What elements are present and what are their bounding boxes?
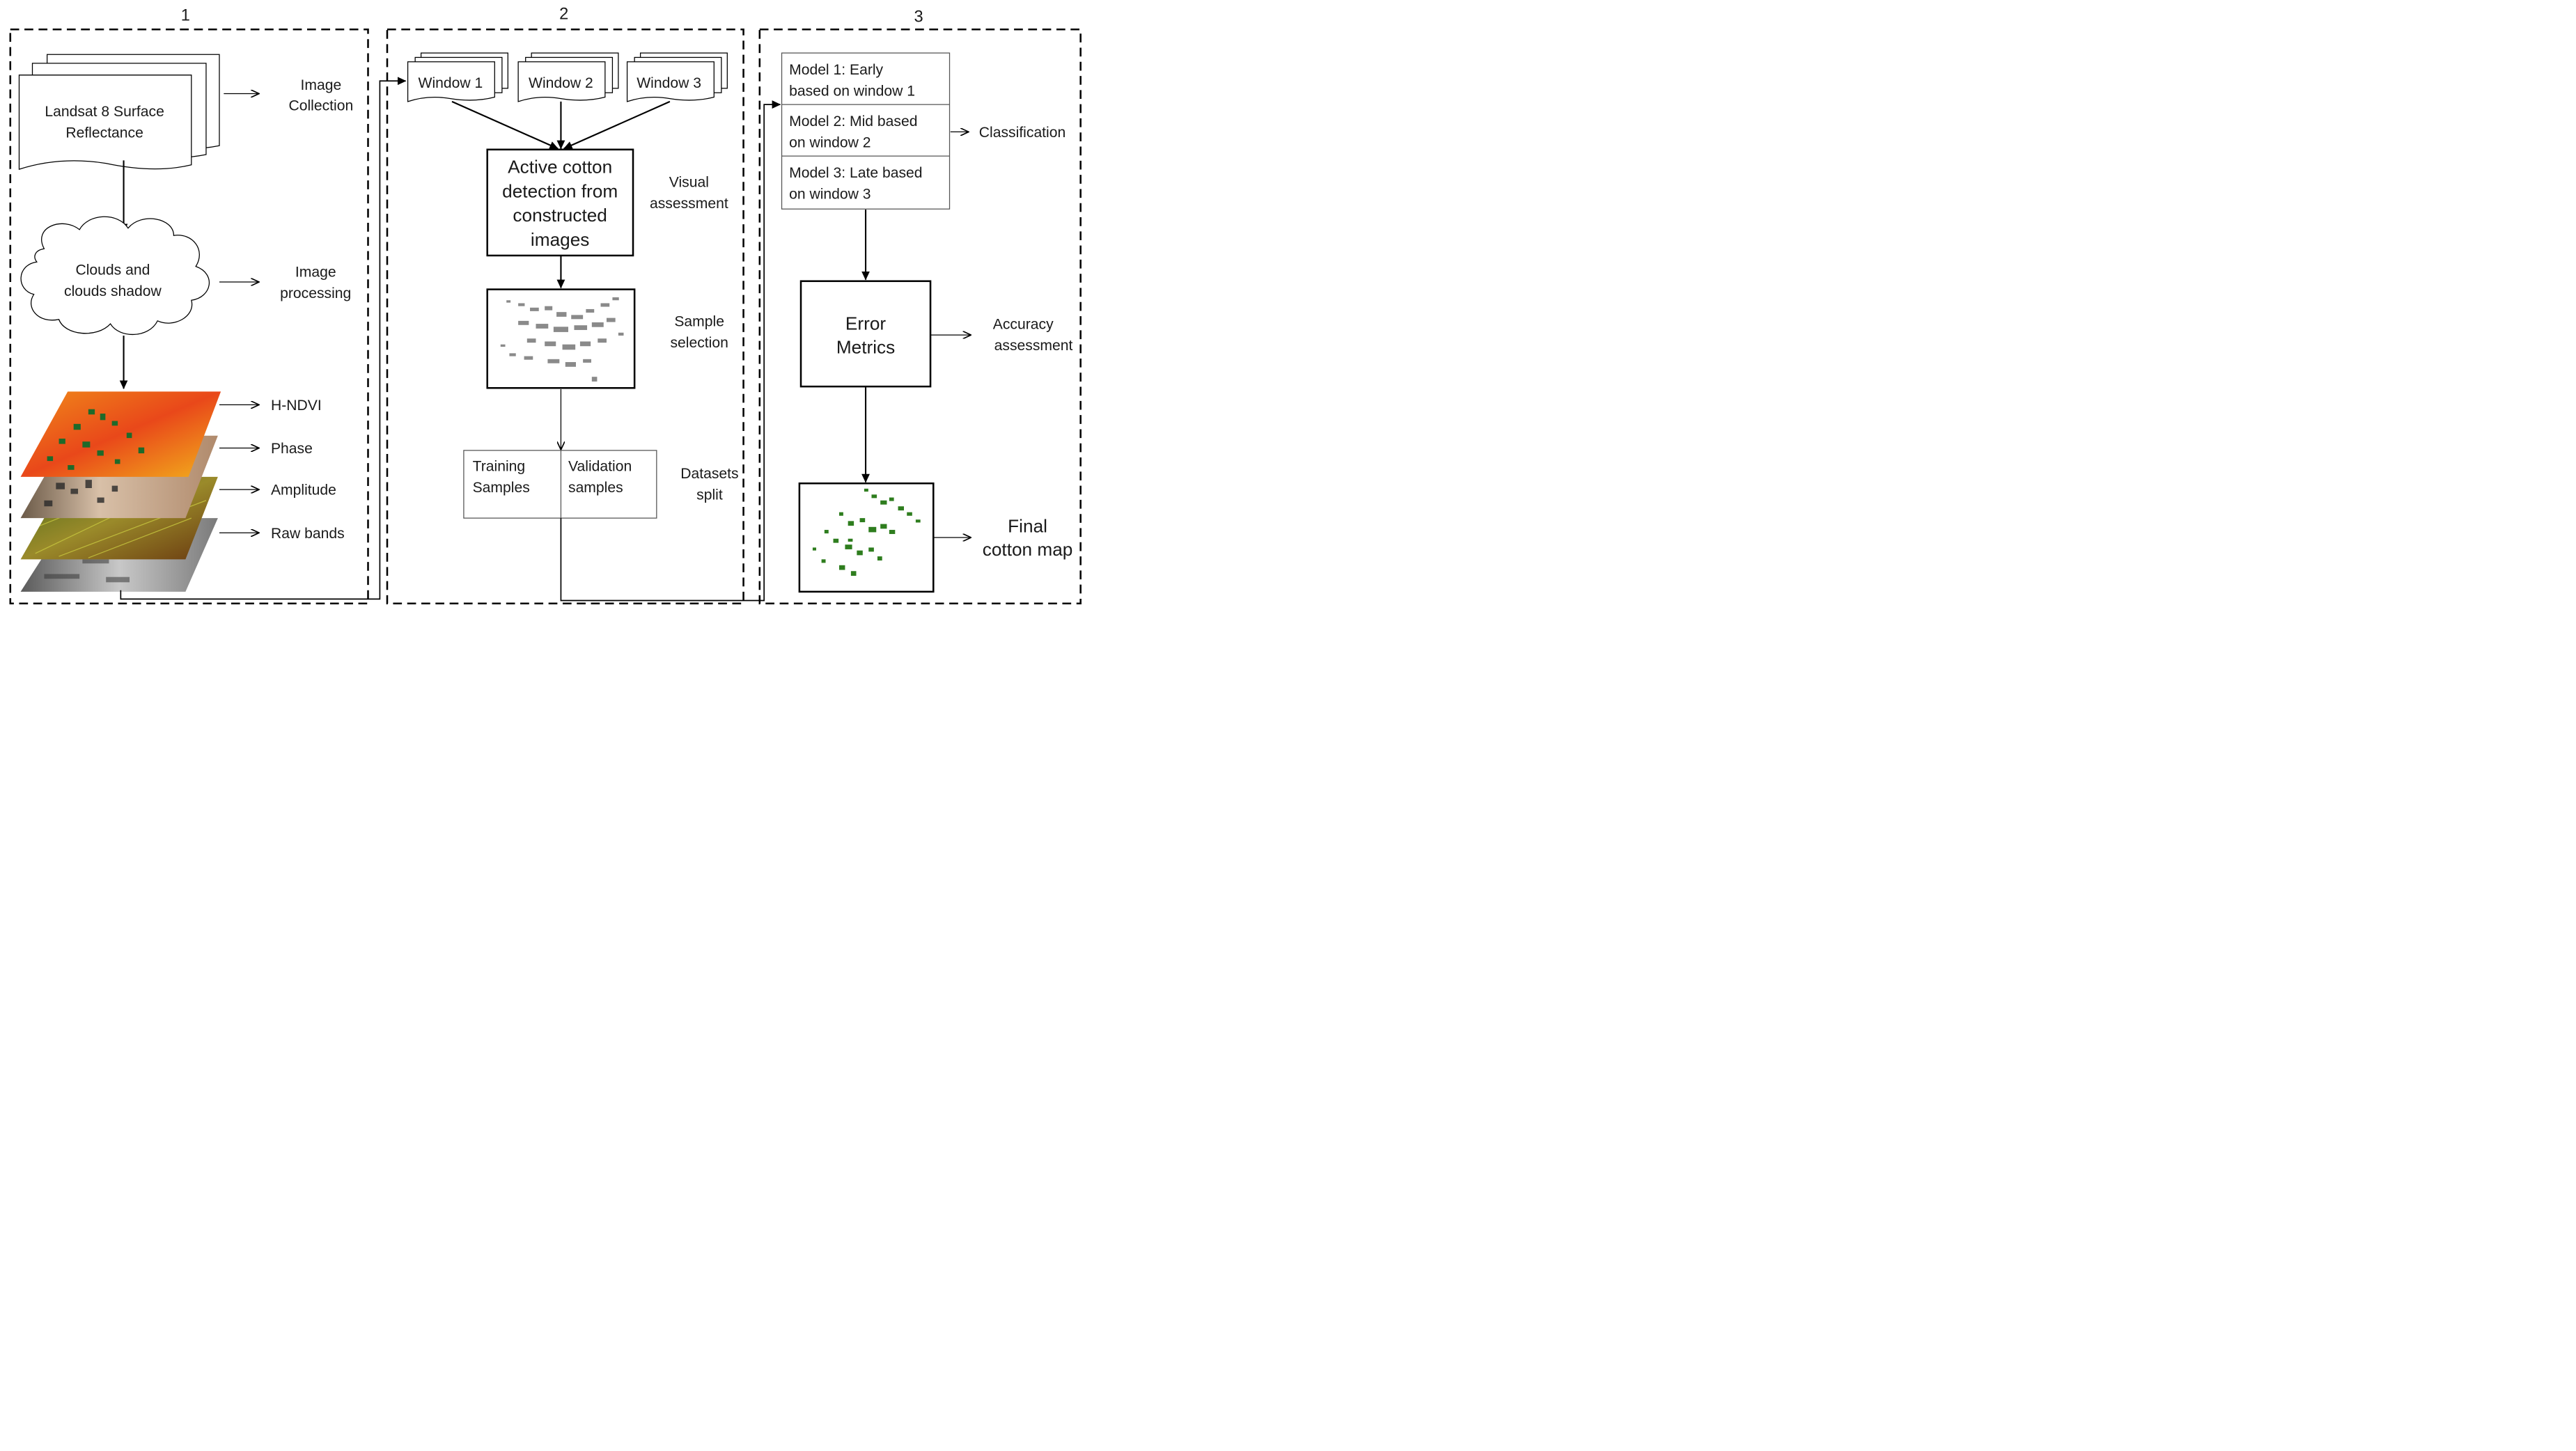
sample-selection-line2: selection — [670, 335, 728, 351]
cloud-label-line2: clouds shadow — [64, 283, 162, 299]
panel-1-border — [9, 29, 369, 605]
error-metrics-line1: Error — [845, 313, 887, 334]
image-collection-line1: Image — [300, 77, 341, 93]
model-2-line2: on window 2 — [789, 134, 871, 150]
error-metrics-line2: Metrics — [836, 336, 895, 357]
detection-line3: constructed — [513, 205, 607, 226]
model-1-line2: based on window 1 — [789, 83, 915, 99]
window-2-label: Window 2 — [529, 75, 593, 91]
final-map-line1: Final — [1008, 515, 1047, 536]
arrow-window3-to-detection — [563, 100, 671, 150]
models-box: Model 1: Early based on window 1 Model 2… — [781, 52, 951, 210]
landsat-document-stack: Landsat 8 Surface Reflectance — [18, 54, 220, 170]
model-3-line1: Model 3: Late based — [789, 165, 922, 181]
section-number-3: 3 — [914, 8, 923, 26]
validation-line1: Validation — [568, 458, 632, 474]
visual-assessment-line1: Visual — [669, 174, 709, 190]
sample-selection-image — [486, 288, 636, 389]
landsat-label-line1: Landsat 8 Surface — [45, 104, 164, 120]
image-processing-line2: processing — [280, 285, 351, 301]
final-map-line2: cotton map — [983, 539, 1073, 560]
label-phase: Phase — [271, 441, 313, 457]
detection-box: Active cotton detection from constructed… — [486, 148, 634, 257]
section-number-1: 1 — [181, 7, 190, 25]
detection-line2: detection from — [502, 180, 618, 201]
sample-selection-line1: Sample — [674, 313, 724, 329]
detection-line1: Active cotton — [508, 157, 612, 178]
image-processing-line1: Image — [295, 264, 336, 280]
panel-2-border — [386, 29, 744, 605]
workflow-diagram: 1 2 3 Landsat 8 Surface Reflectance Imag… — [0, 0, 1089, 613]
panel-3-border — [758, 29, 1082, 605]
landsat-label-line2: Reflectance — [65, 125, 143, 141]
window-2-doc: Window 2 — [517, 52, 619, 102]
arrow-window1-to-detection — [451, 100, 559, 150]
datasets-split-line2: split — [696, 487, 723, 503]
h-ndvi-layer — [20, 391, 221, 477]
model-1-line1: Model 1: Early — [789, 62, 883, 78]
window-1-label: Window 1 — [419, 75, 483, 91]
training-line2: Samples — [473, 480, 530, 496]
training-line1: Training — [473, 458, 526, 474]
model-2-line1: Model 2: Mid based — [789, 113, 917, 130]
accuracy-line1: Accuracy — [993, 317, 1054, 333]
window-3-label: Window 3 — [637, 75, 701, 91]
connector-panel2-to-panel3 — [560, 100, 781, 602]
error-metrics-box: Error Metrics — [799, 280, 932, 388]
image-collection-line2: Collection — [288, 98, 353, 114]
label-raw-bands: Raw bands — [271, 526, 345, 542]
section-number-2: 2 — [559, 5, 568, 23]
window-3-doc: Window 3 — [626, 52, 728, 102]
window-1-doc: Window 1 — [407, 52, 508, 102]
detection-line4: images — [531, 229, 589, 250]
visual-assessment-line2: assessment — [650, 196, 728, 212]
cloud-label-line1: Clouds and — [75, 262, 150, 278]
final-cotton-map-image — [798, 482, 935, 593]
cloud-shape: Clouds and clouds shadow — [20, 216, 210, 336]
accuracy-line2: assessment — [994, 338, 1073, 354]
connector-panel1-to-panel2 — [120, 77, 407, 600]
validation-line2: samples — [568, 480, 623, 496]
datasets-split-table: Training Samples Validation samples — [463, 450, 657, 519]
label-amplitude: Amplitude — [271, 483, 336, 499]
model-3-line2: on window 3 — [789, 186, 871, 202]
classification-label: Classification — [979, 125, 1065, 141]
label-h-ndvi: H-NDVI — [271, 398, 322, 414]
datasets-split-line1: Datasets — [680, 466, 738, 482]
